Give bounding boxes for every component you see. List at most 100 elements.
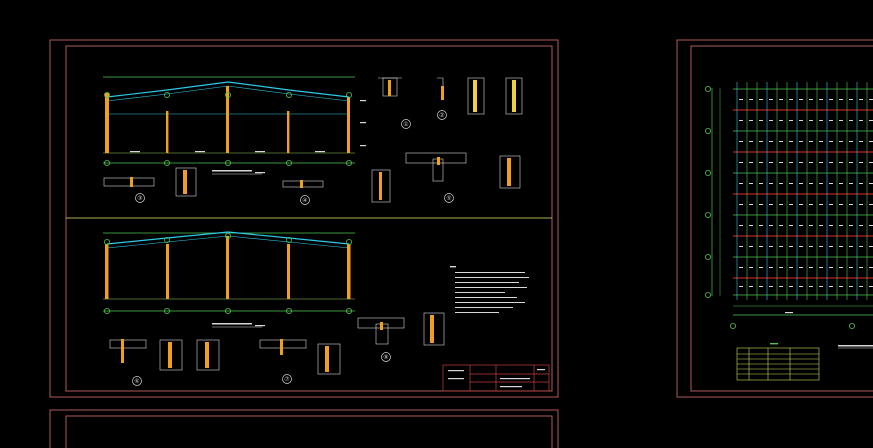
plan-tick [739, 286, 743, 287]
plan-tick [829, 246, 833, 247]
drawing-sheet-left[interactable]: ① ② ③ ④ ⑤ ⑥ ⑦ ⑧ [49, 39, 559, 398]
plan-tick [869, 225, 873, 226]
plan-tick [869, 162, 873, 163]
plan-tick [849, 246, 853, 247]
plan-tick [809, 225, 813, 226]
plan-tick [759, 141, 763, 142]
grid-bubble-icon [705, 169, 712, 176]
plan-tick [769, 141, 773, 142]
grid-bubble-icon [849, 322, 856, 329]
plan-tick [869, 183, 873, 184]
plan-tick [829, 141, 833, 142]
plan-tick [779, 286, 783, 287]
plan-tick [759, 204, 763, 205]
plan-tick [819, 162, 823, 163]
plan-tick [769, 99, 773, 100]
plan-tick [759, 286, 763, 287]
plan-tick [819, 225, 823, 226]
plan-tick [779, 204, 783, 205]
plan-tick [859, 162, 863, 163]
plan-tick [789, 286, 793, 287]
plan-tick [809, 120, 813, 121]
plan-tick [749, 120, 753, 121]
plan-tick [839, 225, 843, 226]
plan-tick [769, 204, 773, 205]
plan-tick [759, 162, 763, 163]
plan-tick [749, 183, 753, 184]
drawing-sheet-lower[interactable] [49, 409, 559, 448]
plan-tick [749, 99, 753, 100]
plan-tick [779, 162, 783, 163]
plan-tick [739, 246, 743, 247]
plan-tick [759, 246, 763, 247]
plan-tick [779, 267, 783, 268]
plan-tick [759, 267, 763, 268]
plan-tick [859, 99, 863, 100]
plan-tick [749, 225, 753, 226]
plan-tick [799, 246, 803, 247]
plan-tick [829, 267, 833, 268]
plan-tick [869, 267, 873, 268]
node-details-top [103, 77, 523, 203]
plan-tick [859, 141, 863, 142]
plan-tick [849, 120, 853, 121]
plan-tick [809, 246, 813, 247]
grid-bubble-icon [705, 253, 712, 260]
plan-tick [799, 286, 803, 287]
plan-tick [849, 225, 853, 226]
portal-frame-elevation-bottom [103, 231, 355, 328]
detail-callout-3: ③ [137, 195, 142, 202]
plan-tick [869, 204, 873, 205]
plan-tick [769, 246, 773, 247]
plan-tick [809, 204, 813, 205]
plan-tick [769, 120, 773, 121]
plan-tick [849, 286, 853, 287]
plan-tick [829, 204, 833, 205]
plan-tick [739, 141, 743, 142]
plan-tick [789, 267, 793, 268]
plan-tick [829, 99, 833, 100]
plan-tick [849, 267, 853, 268]
plan-tick [799, 267, 803, 268]
plan-tick [739, 183, 743, 184]
plan-tick [859, 204, 863, 205]
plan-tick [869, 99, 873, 100]
grid-bubble-icon [705, 211, 712, 218]
plan-tick [769, 267, 773, 268]
plan-tick [859, 246, 863, 247]
grid-bubble-icon [104, 232, 352, 314]
grid-bubble-icon [104, 92, 352, 166]
sheet-border-outer [49, 39, 559, 398]
drawing-sheet-right[interactable] [676, 39, 873, 398]
plan-tick [819, 120, 823, 121]
plan-tick [819, 141, 823, 142]
plan-tick [809, 267, 813, 268]
plan-tick [779, 246, 783, 247]
plan-tick [829, 225, 833, 226]
plan-tick [849, 99, 853, 100]
plan-tick [869, 120, 873, 121]
plan-dimension-text [785, 312, 793, 314]
plan-tick [789, 120, 793, 121]
plan-tick [749, 267, 753, 268]
plan-tick [739, 162, 743, 163]
plan-tick [739, 225, 743, 226]
plan-tick [799, 120, 803, 121]
grid-bubble-icon [730, 322, 737, 329]
plan-tick [789, 141, 793, 142]
plan-tick [779, 141, 783, 142]
plan-tick [849, 162, 853, 163]
plan-tick [799, 162, 803, 163]
plan-tick [739, 120, 743, 121]
plan-tick [849, 183, 853, 184]
plan-tick [839, 286, 843, 287]
grid-bubble-icon [705, 291, 712, 298]
plan-tick [819, 183, 823, 184]
plan-tick [799, 99, 803, 100]
plan-tick [789, 225, 793, 226]
plan-tick [779, 120, 783, 121]
plan-tick [769, 183, 773, 184]
plan-tick [839, 204, 843, 205]
sheet-border-inner [690, 45, 873, 392]
